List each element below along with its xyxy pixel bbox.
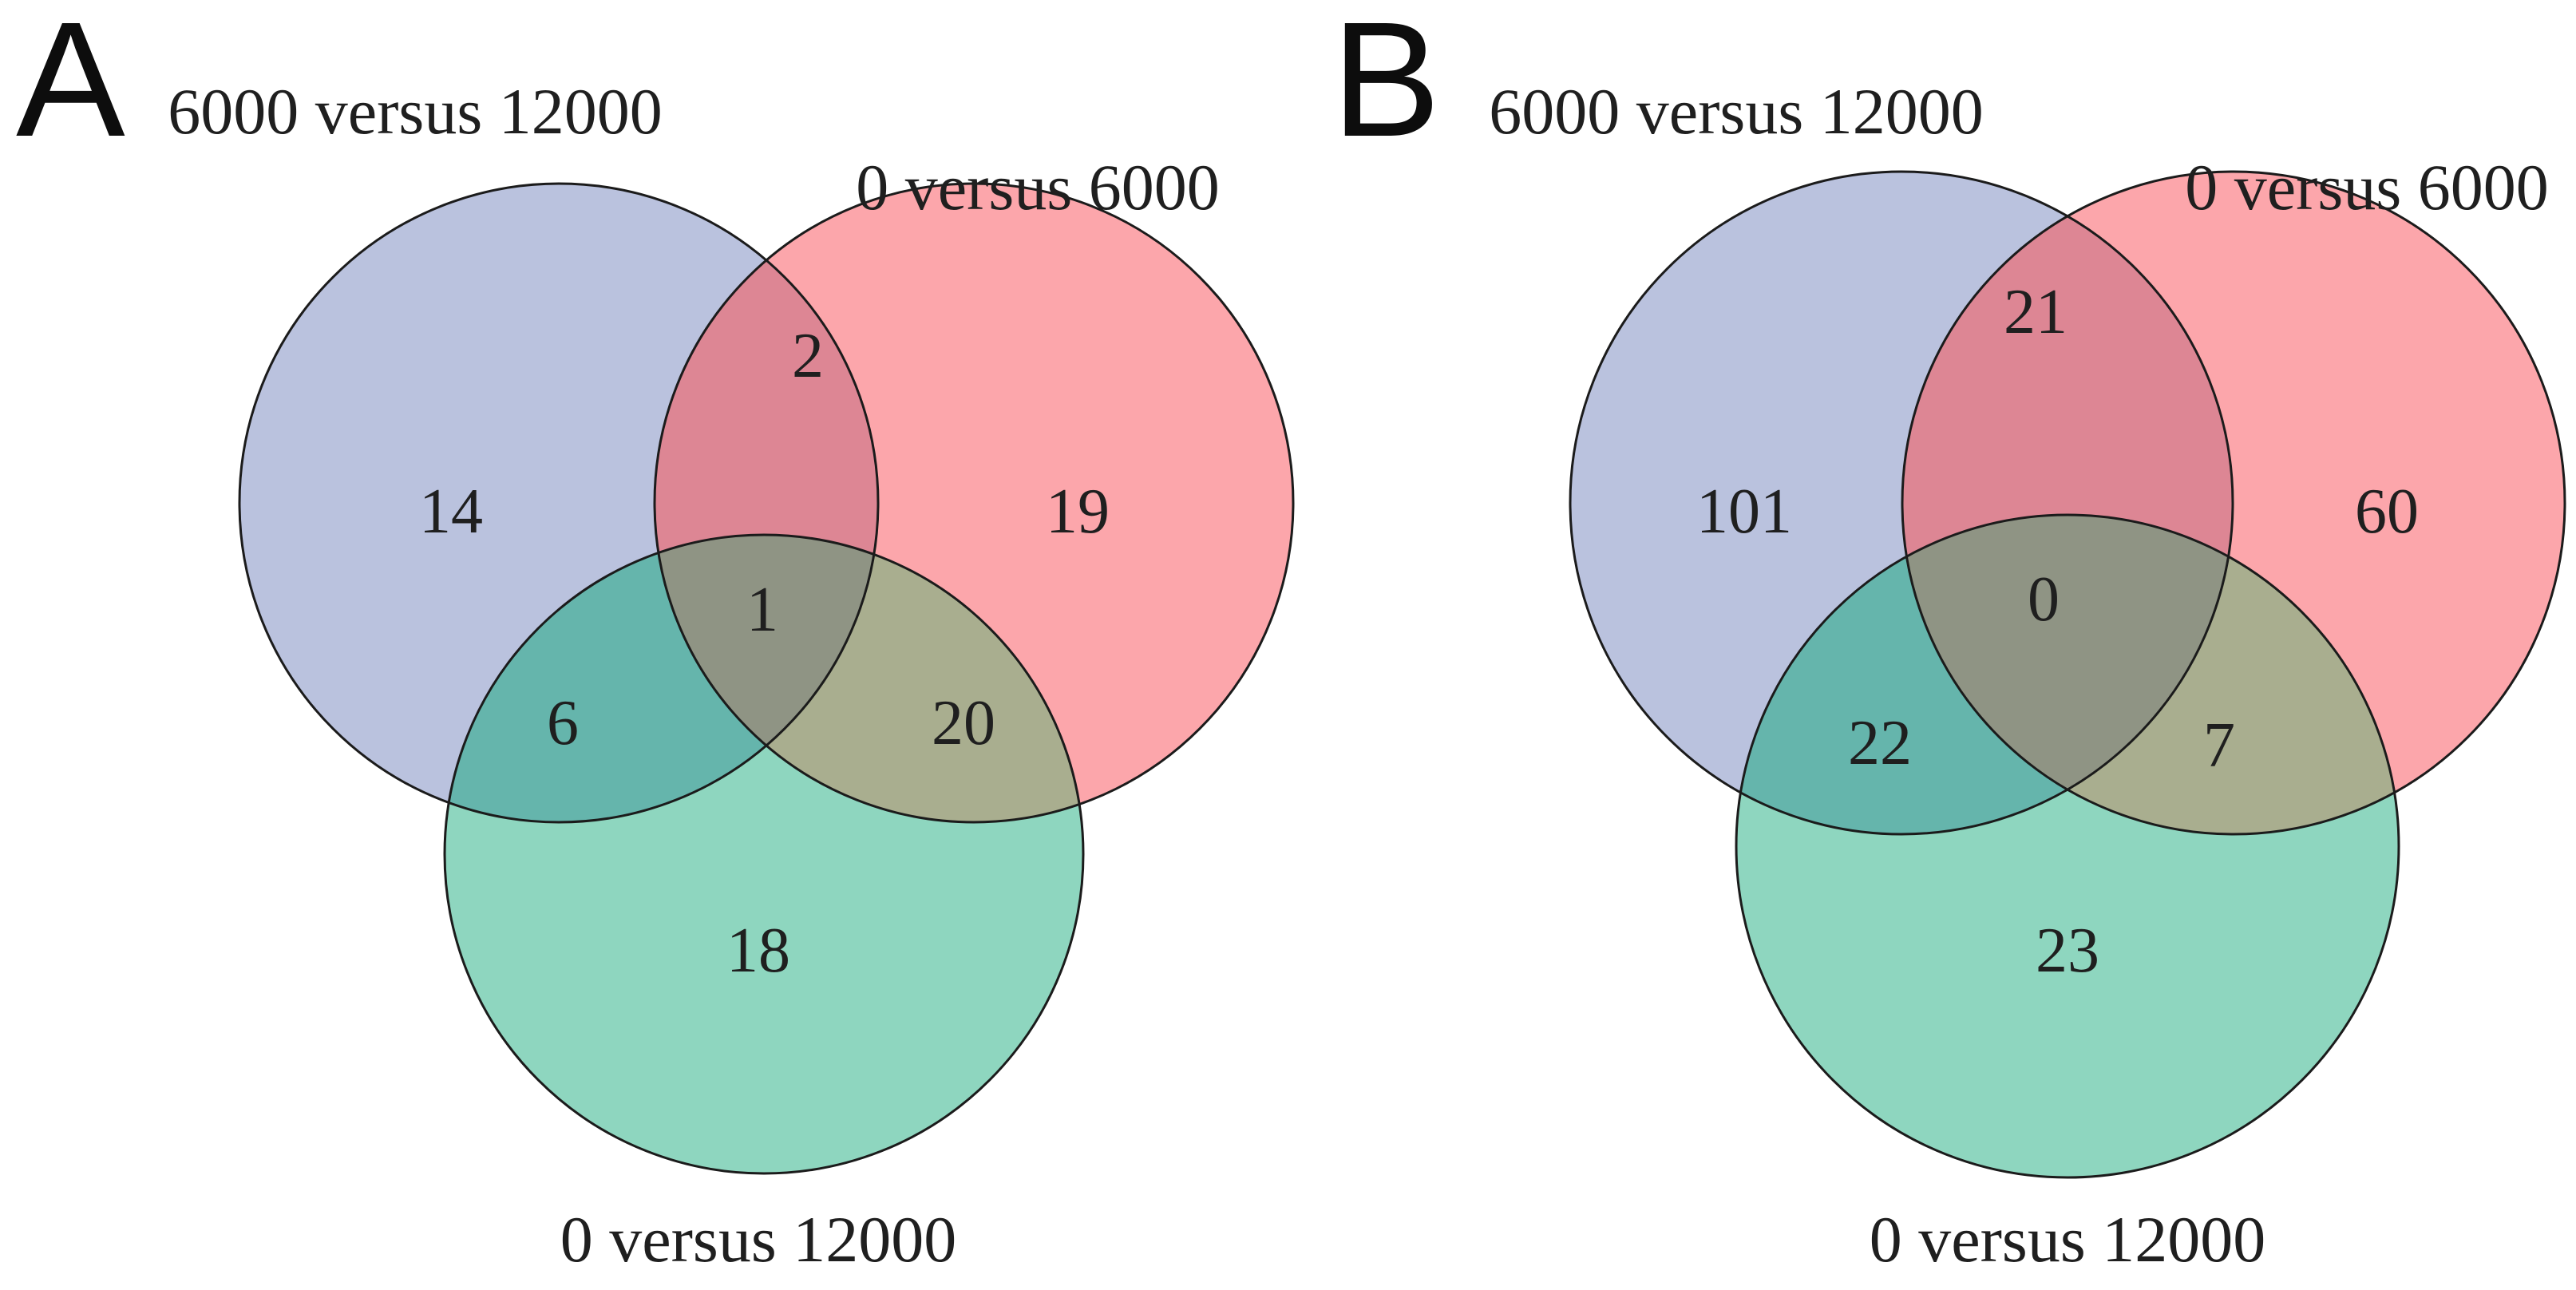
panel-b-count-blue-green: 22 bbox=[1848, 708, 1912, 778]
panel-b-count-blue-red: 21 bbox=[2004, 277, 2068, 347]
panel-a-count-blue-red: 2 bbox=[792, 321, 824, 391]
panel-a-outline-red bbox=[653, 182, 1295, 824]
panel-a-title-blue: 6000 versus 12000 bbox=[168, 75, 663, 148]
panel-b-count-red-only: 60 bbox=[2355, 477, 2419, 547]
panel-b-letter: B bbox=[1332, 0, 1441, 171]
panel-a: A 6000 versus 12000 0 versus 6000 0 vers… bbox=[16, 0, 1295, 1276]
panel-b-title-blue: 6000 versus 12000 bbox=[1489, 75, 1984, 148]
panel-a-region-blue-green bbox=[445, 535, 878, 822]
panel-b-title-red: 0 versus 6000 bbox=[2185, 151, 2549, 224]
panel-b-outline-red bbox=[1901, 170, 2566, 836]
panel-b-count-green-only: 23 bbox=[2036, 916, 2099, 986]
panel-a-count-red-only: 19 bbox=[1046, 477, 1110, 547]
panel-a-letter: A bbox=[16, 0, 125, 171]
panel-a-count-blue-only: 14 bbox=[419, 477, 483, 547]
panel-b-region-blue-green bbox=[1736, 515, 2233, 834]
panel-b-title-green: 0 versus 12000 bbox=[1870, 1203, 2266, 1276]
panel-a-title-green: 0 versus 12000 bbox=[560, 1203, 957, 1276]
panel-a-count-red-green: 20 bbox=[932, 688, 995, 758]
panel-a-count-all-three: 1 bbox=[746, 575, 778, 645]
panel-a-count-green-only: 18 bbox=[726, 916, 790, 986]
panel-a-outline-blue bbox=[238, 182, 880, 824]
panel-b-count-blue-only: 101 bbox=[1696, 477, 1792, 547]
panel-a-title-red: 0 versus 6000 bbox=[856, 151, 1220, 224]
panel-b-outline-green bbox=[1735, 513, 2400, 1179]
panel-b-count-all-three: 0 bbox=[2028, 564, 2060, 635]
panel-b-count-red-green: 7 bbox=[2203, 710, 2235, 781]
panel-a-count-blue-green: 6 bbox=[547, 688, 579, 758]
panel-b-outline-blue bbox=[1569, 170, 2234, 836]
panel-b: B 6000 versus 12000 0 versus 6000 0 vers… bbox=[1332, 0, 2566, 1276]
panel-a-outline-green bbox=[443, 533, 1085, 1175]
